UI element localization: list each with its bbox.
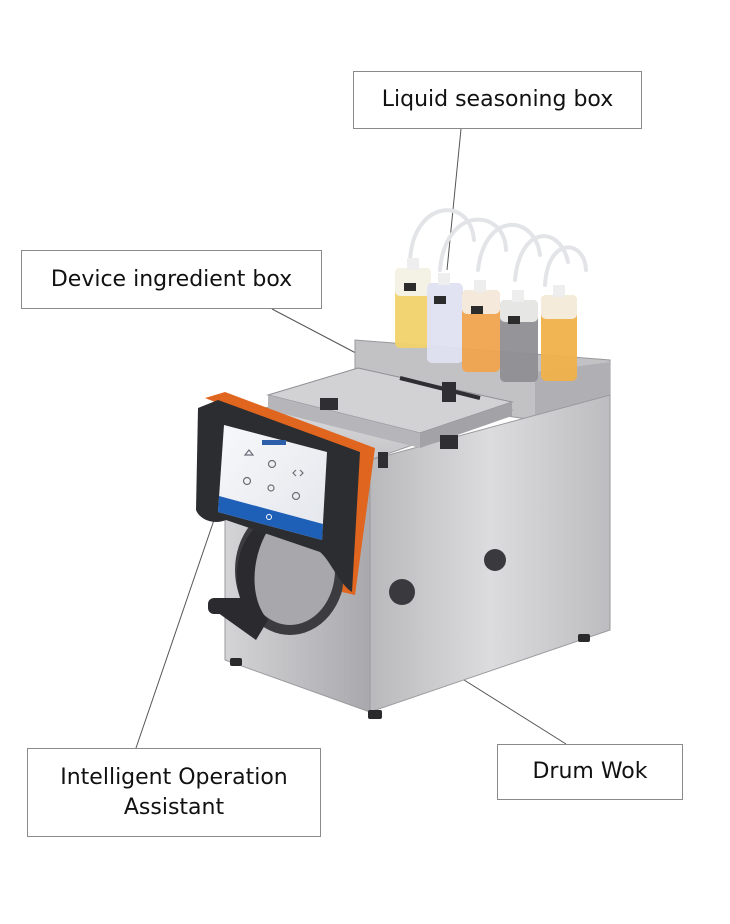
- vent-upper: [484, 549, 506, 571]
- ingredient-box: [266, 367, 514, 468]
- bottle-2: [427, 273, 463, 363]
- bottle-1: [395, 258, 431, 348]
- screen-icons: [242, 449, 304, 501]
- callout-device-ingredient-box: Device ingredient box: [21, 250, 322, 309]
- screen-logo: [262, 440, 286, 445]
- callout-intelligent-operation-assistant-label: Intelligent Operation Assistant: [60, 764, 288, 820]
- screen-bottom-bar: [218, 496, 323, 540]
- callout-drum-wok-label: Drum Wok: [532, 759, 648, 784]
- bottle-3: [462, 280, 500, 372]
- seasoning-bottles: [395, 258, 577, 382]
- callout-liquid-seasoning-box-label: Liquid seasoning box: [381, 87, 614, 112]
- machine-feet: [230, 634, 590, 719]
- callout-drum-wok: Drum Wok: [497, 744, 683, 800]
- vent-lower: [389, 579, 415, 605]
- callout-device-ingredient-box-label: Device ingredient box: [50, 266, 293, 292]
- leader-line-assistant: [135, 519, 215, 749]
- bottle-4: [500, 290, 538, 382]
- callout-liquid-seasoning-box: Liquid seasoning box: [353, 71, 642, 129]
- screen-home-icon: [266, 514, 272, 520]
- side-vents: [389, 549, 506, 605]
- leader-line-liquid: [446, 128, 462, 271]
- bottle-tubes: [408, 208, 588, 287]
- callout-intelligent-operation-assistant: Intelligent Operation Assistant: [27, 748, 321, 837]
- touch-screen-unit: [196, 392, 375, 595]
- bottle-5: [541, 285, 577, 381]
